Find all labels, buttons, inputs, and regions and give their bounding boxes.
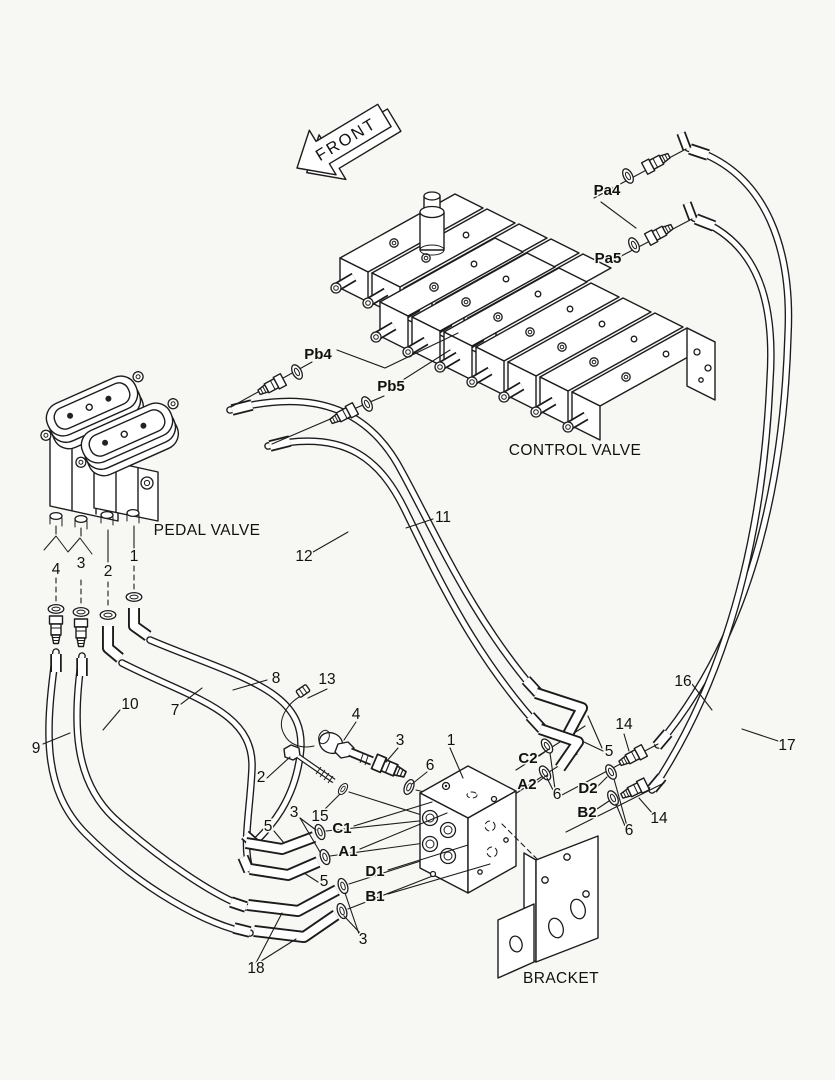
port-label-b1: B1	[365, 888, 384, 905]
part-label-6-24: 6	[553, 786, 562, 803]
part-label-4-11: 4	[352, 706, 361, 723]
port-label-d2: D2	[578, 780, 597, 797]
part-label-6-25: 6	[625, 822, 634, 839]
hose-10	[73, 652, 250, 913]
port-label-a1: A1	[338, 843, 357, 860]
part-label-11-9: 11	[435, 509, 451, 526]
hose-17	[647, 201, 775, 794]
part-label-5-18: 5	[264, 818, 273, 835]
part-label-4-0: 4	[52, 561, 61, 578]
right-assembly	[511, 687, 665, 833]
hose-9	[45, 648, 254, 938]
part-label-1-13: 1	[447, 732, 456, 749]
port-label-pb4: Pb4	[304, 346, 332, 363]
part-label-18-21: 18	[247, 960, 264, 977]
part-label-12-8: 12	[295, 548, 312, 565]
pedal-valve-drawing	[40, 371, 180, 530]
pedal-valve-label: PEDAL VALVE	[154, 522, 261, 539]
part-label-1-3: 1	[130, 548, 139, 565]
front-arrow	[296, 103, 402, 181]
port-label-c2: C2	[518, 750, 537, 767]
bracket-label: BRACKET	[523, 970, 599, 987]
part-label-14-26: 14	[650, 810, 668, 827]
bracket-drawing	[497, 823, 599, 979]
pedal-valve-feet	[49, 508, 140, 530]
part-label-2-15: 2	[257, 769, 266, 786]
part-label-5-22: 5	[605, 743, 614, 760]
part-label-16-27: 16	[674, 673, 691, 690]
part-label-10-5: 10	[121, 696, 139, 713]
hose-11	[226, 397, 543, 698]
hoses	[45, 131, 793, 938]
part-label-6-14: 6	[426, 757, 435, 774]
port-label-c1: C1	[332, 820, 351, 837]
control-valve-drawing	[330, 191, 716, 441]
pedal-fitting-chains	[43, 525, 152, 663]
relief-valve-cylinder	[419, 191, 445, 256]
part-label-3-20: 3	[359, 931, 368, 948]
port-label-pa5: Pa5	[595, 250, 622, 267]
hose-12	[264, 435, 547, 734]
port-label-pa4: Pa4	[594, 182, 621, 199]
part-label-2-2: 2	[104, 563, 113, 580]
front-bank-spool-bosses	[370, 321, 589, 433]
manifold-block	[419, 765, 517, 894]
part-label-14-23: 14	[615, 716, 633, 733]
part-label-3-12: 3	[396, 732, 405, 749]
pa-pb-chains	[230, 148, 693, 445]
part-label-8-7: 8	[272, 670, 281, 687]
control-valve-front-bank	[370, 237, 716, 441]
part-label-9-4: 9	[32, 740, 41, 757]
part-label-3-16: 3	[290, 804, 299, 821]
part-label-17-28: 17	[778, 737, 795, 754]
part-label-5-19: 5	[320, 873, 329, 890]
part-label-13-10: 13	[318, 671, 335, 688]
part-label-3-1: 3	[77, 555, 86, 572]
part-label-15-17: 15	[311, 808, 328, 825]
control-valve-label: CONTROL VALVE	[509, 442, 641, 459]
left-elbow-assembly	[245, 819, 449, 943]
port-label-a2: A2	[517, 776, 536, 793]
port-label-pb5: Pb5	[377, 378, 405, 395]
port-label-b2: B2	[577, 804, 596, 821]
port-label-d1: D1	[365, 863, 384, 880]
leader-lines	[42, 518, 779, 964]
part-label-7-6: 7	[171, 702, 180, 719]
